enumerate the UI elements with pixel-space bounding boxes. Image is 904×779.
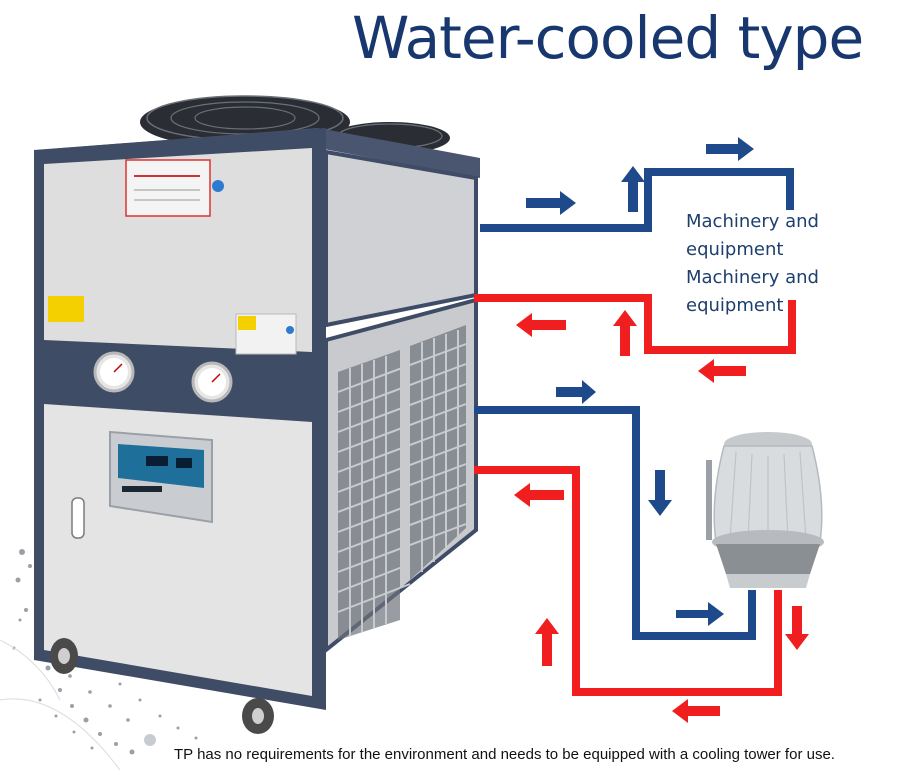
machinery-label-2: Machinery and equipment: [686, 267, 819, 316]
cooling-tower-icon: [706, 432, 824, 588]
supply-pipe-lower: [474, 406, 756, 640]
machinery-label-1: Machinery and equipment: [686, 211, 819, 260]
supply-pipe-upper: [480, 168, 794, 232]
return-pipe-lower: [474, 466, 782, 696]
caption: TP has no requirements for the environme…: [174, 746, 835, 763]
chiller-unit-icon: [34, 95, 480, 734]
return-pipe-upper: [474, 294, 796, 354]
flow-arrow-icon: [514, 137, 809, 723]
page-title: Water-cooled type: [352, 4, 864, 72]
pressure-gauge-icon: [93, 351, 233, 403]
